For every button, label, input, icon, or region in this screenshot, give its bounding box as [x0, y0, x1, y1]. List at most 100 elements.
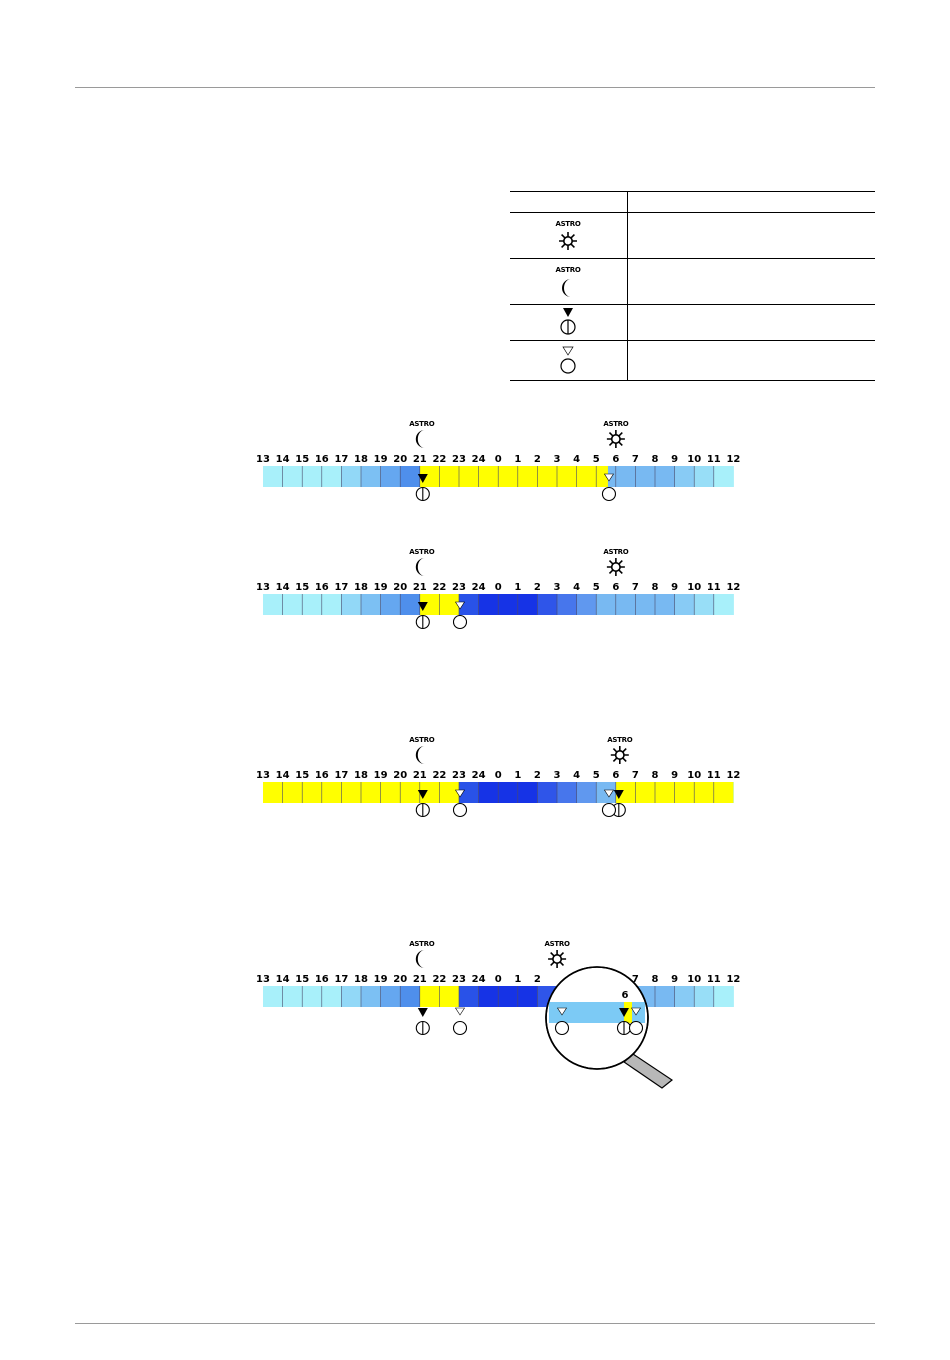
- hour-tick-label: 4: [573, 454, 580, 465]
- hour-tick-label: 14: [276, 454, 290, 465]
- hour-cell: [557, 594, 578, 615]
- hour-cell: [596, 594, 617, 615]
- switch-on-marker: [611, 790, 626, 818]
- hour-cell: [380, 466, 401, 487]
- legend-row-astro-sun: ASTRO: [510, 217, 627, 255]
- switch-off-marker: [601, 473, 617, 502]
- hour-tick-label: 18: [354, 454, 368, 465]
- hour-tick-label: 8: [652, 770, 659, 781]
- hour-cell: [517, 782, 538, 803]
- hour-tick-label: 2: [534, 454, 541, 465]
- hour-tick-label: 0: [495, 974, 502, 985]
- astro-label: ASTRO: [603, 548, 628, 556]
- table-rule: [510, 212, 875, 213]
- hour-tick-label: 3: [554, 582, 561, 593]
- hour-cell: [498, 594, 519, 615]
- hour-tick-label: 15: [295, 582, 309, 593]
- hour-cell: [361, 466, 382, 487]
- hour-tick-label: 22: [432, 974, 446, 985]
- hour-tick-label: 5: [593, 454, 600, 465]
- astro-moon-icon: ASTRO: [409, 420, 435, 448]
- hour-cell: [478, 782, 499, 803]
- hour-tick-label: 18: [354, 770, 368, 781]
- hour-tick-label: 22: [432, 582, 446, 593]
- hour-cell: [282, 466, 303, 487]
- hour-cell: [615, 594, 636, 615]
- switch-on-marker: [616, 1008, 632, 1036]
- switch-off-icon: [560, 346, 576, 374]
- astro-sun-icon: ASTRO: [555, 220, 581, 250]
- hour-tick-label: 15: [295, 974, 309, 985]
- hour-cell: [576, 594, 597, 615]
- hour-cell: [635, 594, 656, 615]
- hour-cell: [380, 986, 401, 1007]
- hour-tick-label: 16: [315, 770, 329, 781]
- hour-cell: [655, 594, 676, 615]
- hour-tick-label: 23: [452, 974, 466, 985]
- hour-tick-label: 20: [393, 770, 407, 781]
- hour-tick-label: 22: [432, 454, 446, 465]
- symbol-legend-table: ASTRO ASTRO: [510, 191, 875, 381]
- hour-tick-label: 6: [612, 454, 619, 465]
- table-rule: [510, 380, 875, 381]
- hour-tick-label: 11: [707, 582, 721, 593]
- switch-on-icon: [560, 308, 576, 335]
- hour-tick-label: 24: [472, 582, 486, 593]
- hour-tick-label: 5: [593, 770, 600, 781]
- hour-cell: [361, 986, 382, 1007]
- hour-cell: [713, 594, 734, 615]
- hour-cell: [713, 466, 734, 487]
- timeline-svg: ASTROASTRO131415161718192021222324012678…: [256, 940, 740, 1089]
- hour-cell: [498, 782, 519, 803]
- hour-cell: [321, 986, 342, 1007]
- switch-on-marker: [415, 790, 430, 818]
- hour-cell: [263, 594, 284, 615]
- astro-sun-icon: ASTRO: [607, 736, 633, 764]
- hour-cell: [498, 986, 519, 1007]
- hour-tick-label: 9: [671, 454, 678, 465]
- hour-cell: [537, 782, 558, 803]
- hour-tick-label: 24: [472, 770, 486, 781]
- hour-tick-label: 17: [334, 582, 348, 593]
- hour-cell: [674, 986, 695, 1007]
- hour-tick-label: 12: [726, 974, 740, 985]
- hour-tick-label: 21: [413, 770, 427, 781]
- hour-cell: [321, 594, 342, 615]
- hour-tick-label: 9: [671, 582, 678, 593]
- astro-label: ASTRO: [409, 548, 434, 556]
- astro-label: ASTRO: [409, 736, 434, 744]
- hour-tick-label: 0: [495, 770, 502, 781]
- hour-tick-label: 6: [612, 770, 619, 781]
- hour-tick-label: 15: [295, 770, 309, 781]
- magnified-hour-label: 6: [622, 990, 629, 1001]
- hour-tick-label: 23: [452, 770, 466, 781]
- hour-tick-label: 16: [315, 974, 329, 985]
- timeline-figure-4: ASTROASTRO131415161718192021222324012678…: [0, 930, 950, 1090]
- hour-cell: [400, 594, 421, 615]
- hour-tick-label: 8: [652, 582, 659, 593]
- hour-tick-label: 7: [632, 770, 639, 781]
- hour-cell: [694, 986, 715, 1007]
- switch-off-marker: [554, 1007, 570, 1036]
- hour-cell: [459, 594, 480, 615]
- hour-tick-label: 5: [593, 582, 600, 593]
- hour-cell: [400, 466, 421, 487]
- hour-cell: [517, 986, 538, 1007]
- hour-tick-label: 3: [554, 770, 561, 781]
- hour-cell: [341, 466, 362, 487]
- hour-tick-label: 20: [393, 582, 407, 593]
- astro-moon-icon: ASTRO: [409, 548, 435, 576]
- hour-tick-label: 23: [452, 454, 466, 465]
- legend-row-switch-off: [510, 344, 627, 376]
- hour-cell: [282, 986, 303, 1007]
- hour-tick-label: 21: [413, 454, 427, 465]
- hour-tick-label: 11: [707, 770, 721, 781]
- hour-tick-label: 2: [534, 582, 541, 593]
- switch-off-marker: [452, 601, 468, 630]
- hour-tick-label: 17: [334, 974, 348, 985]
- hour-tick-label: 1: [514, 974, 521, 985]
- switch-off-marker: [452, 789, 468, 818]
